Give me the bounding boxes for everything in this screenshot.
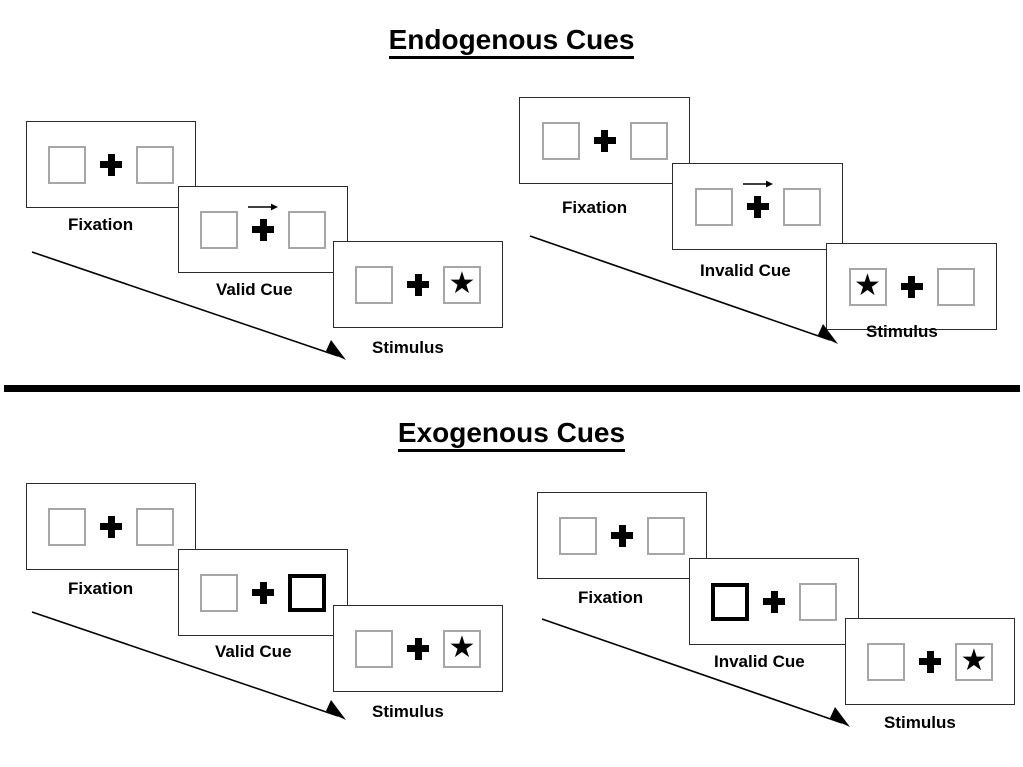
frame-exo-invalid-cue <box>689 558 859 645</box>
star-target-icon: ★ <box>960 643 988 677</box>
right-placeholder-box: ★ <box>443 629 481 668</box>
left-placeholder-box: ★ <box>848 267 887 306</box>
left-placeholder-box-cued <box>711 582 749 621</box>
fixation-cross-icon <box>919 650 941 673</box>
frame-content <box>694 180 821 226</box>
right-placeholder-box <box>647 516 685 555</box>
left-placeholder-box <box>867 642 905 681</box>
stage-label-endo-valid-fixation: Fixation <box>68 215 134 234</box>
stage-label-endo-invalid-cue: Invalid Cue <box>700 261 791 280</box>
cue-arrow-right-icon <box>248 202 278 212</box>
fixation-cross-icon <box>100 515 122 538</box>
right-placeholder-box: ★ <box>443 265 481 304</box>
time-flow-arrow-endogenous-invalid <box>528 232 843 354</box>
stage-label-exo-valid-stimulus: Stimulus <box>372 702 444 721</box>
stage-label-endo-valid-cue: Valid Cue <box>216 280 293 299</box>
stage-label-exo-valid-fixation: Fixation <box>68 579 134 598</box>
right-placeholder-box-cued <box>288 573 326 612</box>
frame-endo-valid-fixation <box>26 121 196 208</box>
left-placeholder-box <box>694 187 733 226</box>
fixation-cross-icon <box>407 273 429 296</box>
frame-exo-valid-cue <box>178 549 348 636</box>
fixation-cross-icon <box>742 180 773 218</box>
frame-endo-valid-cue <box>178 186 348 273</box>
frame-exo-invalid-stimulus: ★ <box>845 618 1015 705</box>
right-placeholder-box: ★ <box>955 642 993 681</box>
left-placeholder-box <box>541 121 580 160</box>
fixation-cross-icon <box>763 590 785 613</box>
left-placeholder-box <box>200 210 238 249</box>
right-placeholder-box <box>629 121 668 160</box>
frame-content: ★ <box>355 265 481 304</box>
frame-content: ★ <box>355 629 481 668</box>
fixation-cross-icon <box>900 275 923 298</box>
left-placeholder-box <box>355 629 393 668</box>
section-title-endogenous: Endogenous Cues <box>0 24 1023 59</box>
left-placeholder-box <box>48 145 86 184</box>
section-title-exogenous-text: Exogenous Cues <box>397 417 626 452</box>
frame-content <box>711 582 837 621</box>
fixation-cross-icon <box>100 153 122 176</box>
fixation-cross-icon <box>611 524 633 547</box>
right-placeholder-box <box>136 145 174 184</box>
right-placeholder-box <box>799 582 837 621</box>
stage-label-exo-invalid-stimulus: Stimulus <box>884 713 956 732</box>
frame-content: ★ <box>867 642 993 681</box>
frame-endo-valid-stimulus: ★ <box>333 241 503 328</box>
right-placeholder-box <box>288 210 326 249</box>
fixation-cross-icon <box>248 203 278 241</box>
fixation-cross-icon <box>252 581 274 604</box>
frame-content <box>48 507 174 546</box>
frame-content <box>200 203 326 249</box>
frame-content <box>559 516 685 555</box>
stage-label-exo-valid-cue: Valid Cue <box>215 642 292 661</box>
frame-endo-invalid-cue <box>672 163 843 250</box>
stage-label-exo-invalid-fixation: Fixation <box>578 588 644 607</box>
left-placeholder-box <box>559 516 597 555</box>
stage-label-exo-invalid-cue: Invalid Cue <box>714 652 805 671</box>
right-placeholder-box <box>782 187 821 226</box>
left-placeholder-box <box>48 507 86 546</box>
right-placeholder-box <box>936 267 975 306</box>
right-placeholder-box <box>136 507 174 546</box>
frame-content <box>48 145 174 184</box>
frame-exo-valid-stimulus: ★ <box>333 605 503 692</box>
frame-endo-invalid-stimulus: ★ <box>826 243 997 330</box>
frame-exo-valid-fixation <box>26 483 196 570</box>
section-title-exogenous: Exogenous Cues <box>0 417 1023 452</box>
left-placeholder-box <box>355 265 393 304</box>
frame-content <box>200 573 326 612</box>
fixation-cross-icon <box>407 637 429 660</box>
section-divider <box>4 385 1020 392</box>
section-title-endogenous-text: Endogenous Cues <box>388 24 635 59</box>
fixation-cross-icon <box>593 129 616 152</box>
frame-content <box>541 121 668 160</box>
frame-endo-invalid-fixation <box>519 97 690 184</box>
stage-label-endo-invalid-fixation: Fixation <box>562 198 628 217</box>
stage-label-endo-valid-stimulus: Stimulus <box>372 338 444 357</box>
left-placeholder-box <box>200 573 238 612</box>
star-target-icon: ★ <box>448 630 476 664</box>
frame-content: ★ <box>848 267 975 306</box>
star-target-icon: ★ <box>854 268 881 302</box>
stage-label-endo-invalid-stimulus: Stimulus <box>866 322 938 341</box>
cue-arrow-right-icon <box>742 179 773 189</box>
star-target-icon: ★ <box>448 266 476 300</box>
frame-exo-invalid-fixation <box>537 492 707 579</box>
